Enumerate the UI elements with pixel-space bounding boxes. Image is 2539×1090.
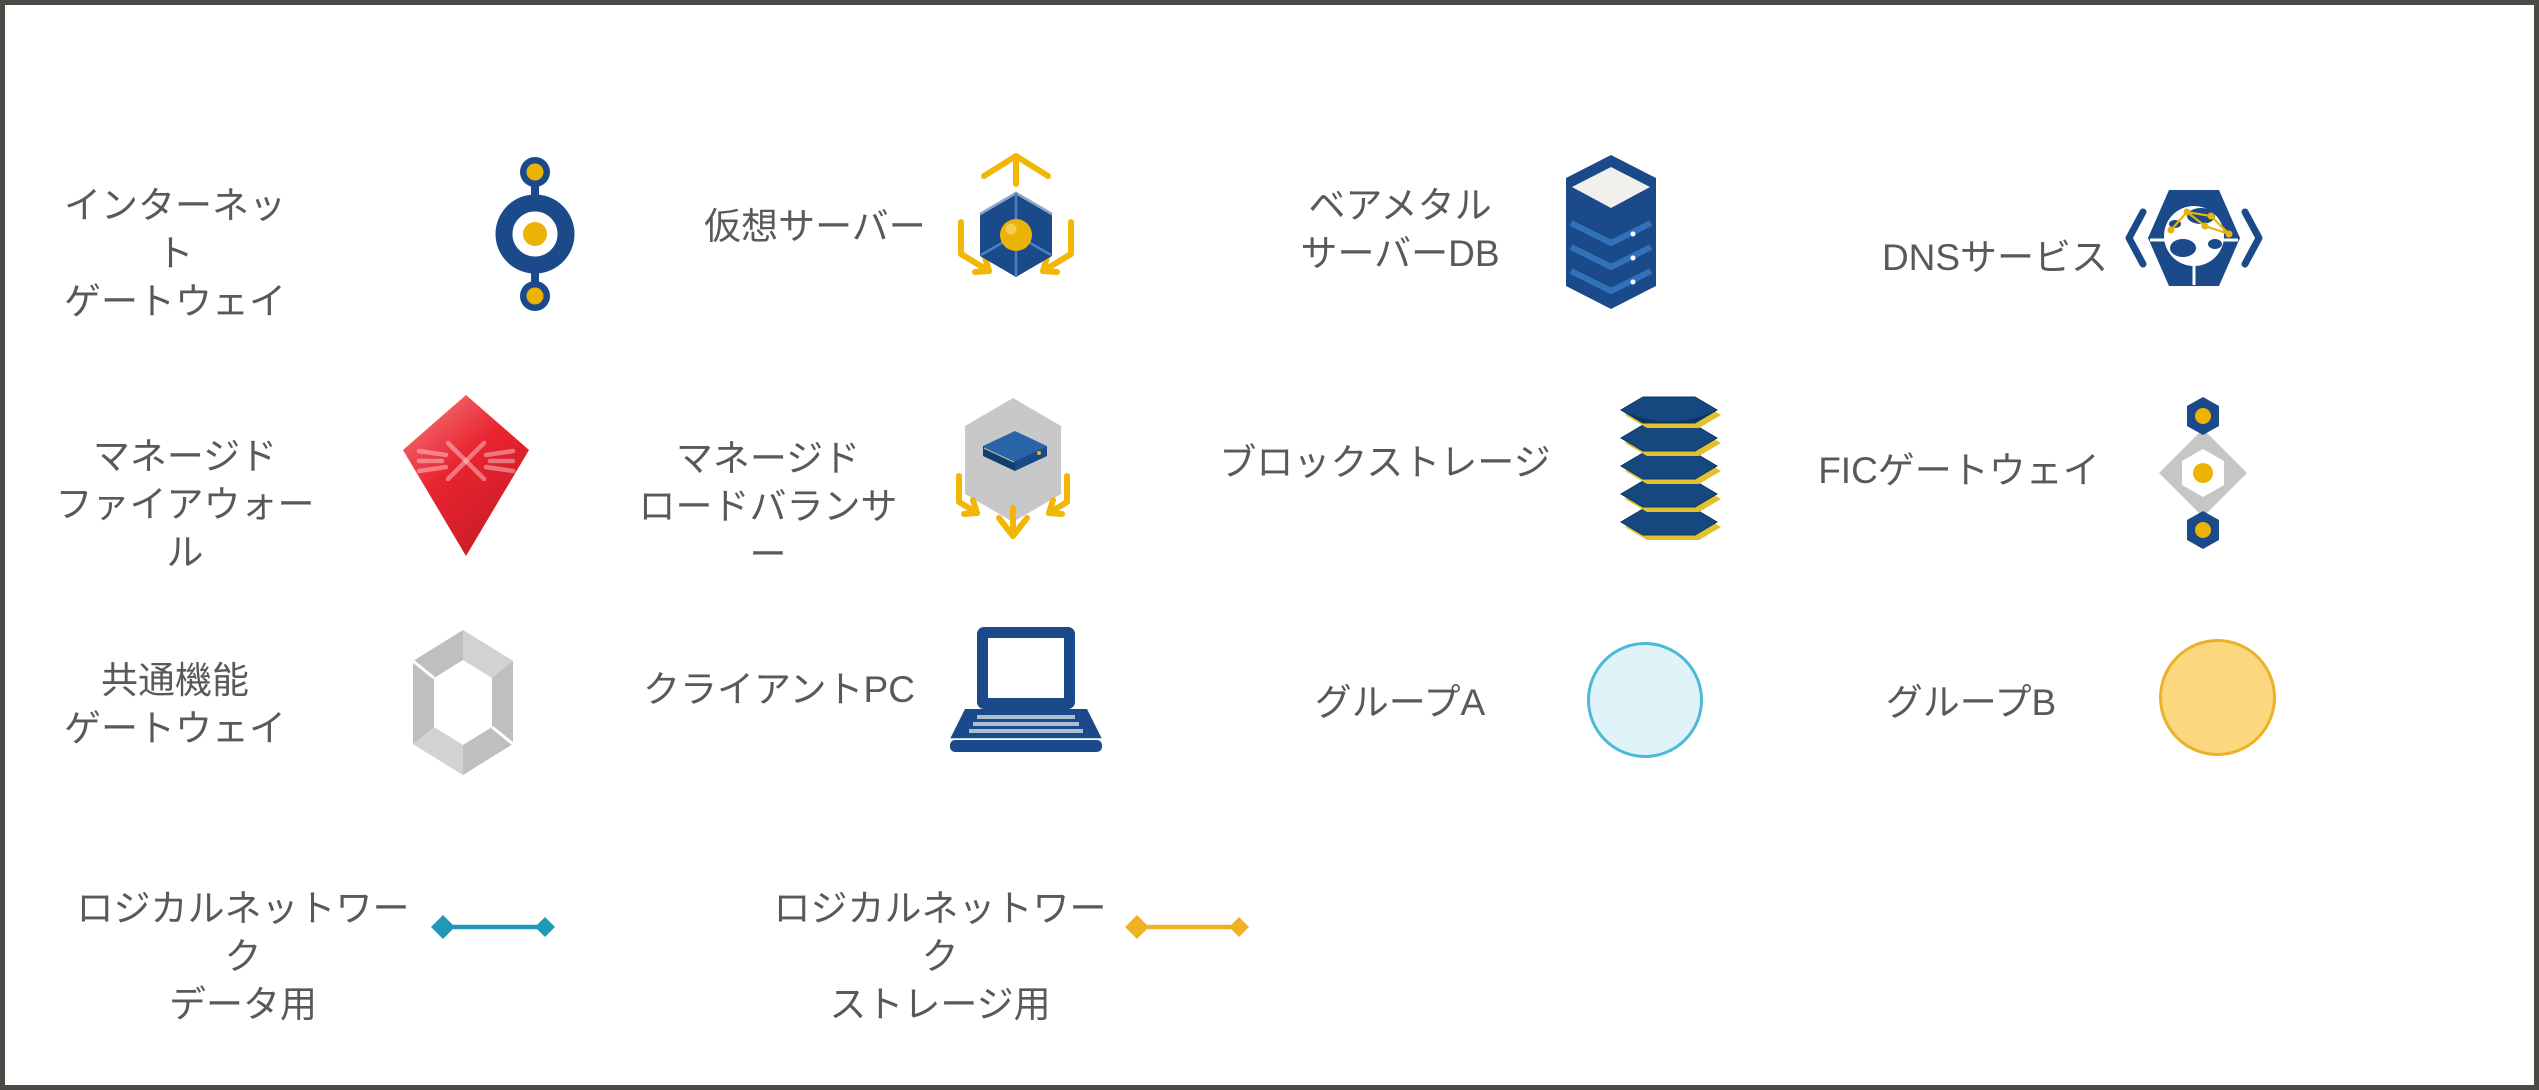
legend-label-group-b: グループB xyxy=(1885,682,2057,723)
baremetal-server-db-icon xyxy=(1561,153,1661,311)
legend-label-logical-network-storage: ロジカルネットワーク ストレージ用 xyxy=(773,888,1107,1025)
legend-label-block-storage: ブロックストレージ xyxy=(1219,442,1551,483)
legend-label-client-pc: クライアントPC xyxy=(643,669,915,710)
fic-gateway-icon xyxy=(2157,397,2249,549)
internet-gateway-icon xyxy=(485,153,585,315)
common-function-gateway-icon xyxy=(409,630,517,775)
legend-label-internet-gateway: インターネット ゲートウェイ xyxy=(64,185,286,322)
dns-service-icon xyxy=(2123,182,2265,294)
managed-load-balancer-icon xyxy=(939,390,1087,552)
client-pc-icon xyxy=(949,627,1103,763)
managed-firewall-icon xyxy=(401,393,532,558)
legend-label-managed-load-balancer: マネージド ロードバランサー xyxy=(638,438,898,575)
virtual-server-icon xyxy=(941,150,1091,310)
legend-label-fic-gateway: FICゲートウェイ xyxy=(1818,450,2100,491)
legend-label-virtual-server: 仮想サーバー xyxy=(704,206,926,247)
legend-label-group-a: グループA xyxy=(1314,682,1486,723)
legend-label-managed-firewall: マネージド ファイアウォール xyxy=(55,436,315,573)
legend-label-logical-network-data: ロジカルネットワーク データ用 xyxy=(76,888,410,1025)
legend-label-dns-service: DNSサービス xyxy=(1881,237,2109,278)
group-b-circle xyxy=(2159,639,2276,756)
group-a-circle xyxy=(1587,642,1703,758)
block-storage-icon xyxy=(1603,395,1731,555)
logical-network-data-line xyxy=(427,901,561,953)
logical-network-storage-line xyxy=(1121,901,1255,953)
legend-label-baremetal-server-db: ベアメタル サーバーDB xyxy=(1300,185,1500,274)
legend-label-common-function-gateway: 共通機能 ゲートウェイ xyxy=(64,660,286,749)
